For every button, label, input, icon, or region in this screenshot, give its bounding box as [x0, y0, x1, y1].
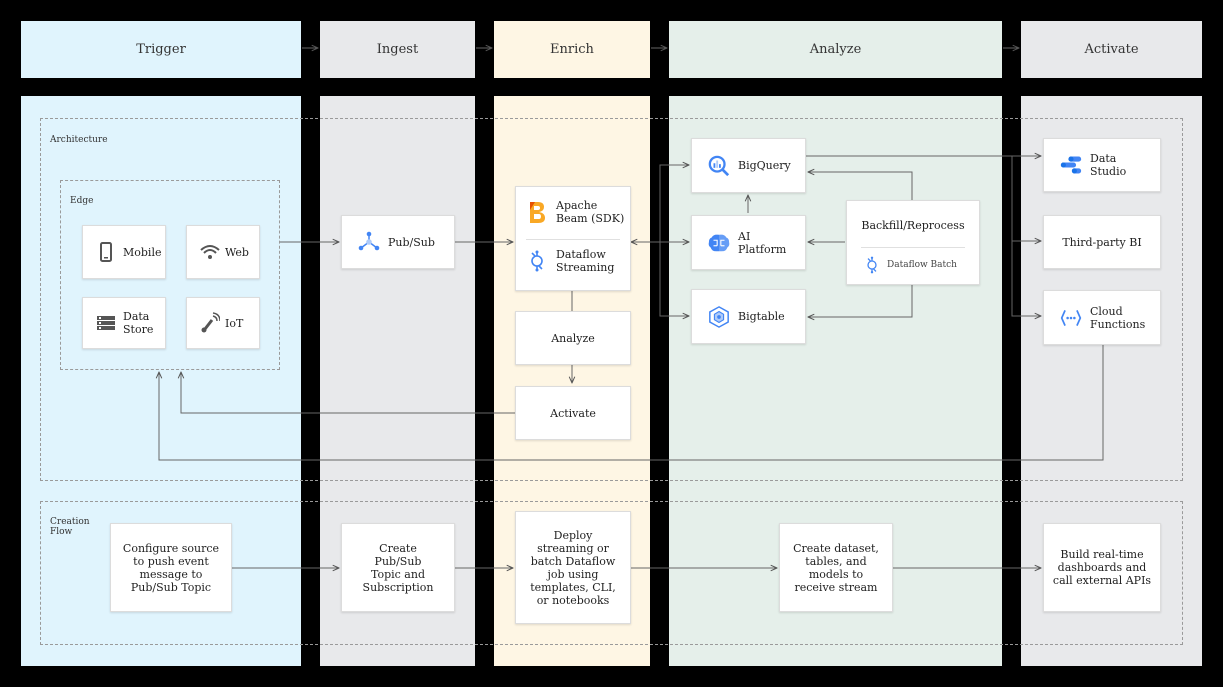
creation-enrich-text: Deploy streaming or batch Dataflow job u… — [530, 528, 616, 607]
dataflow-batch-icon — [863, 256, 881, 274]
apache-beam-icon — [526, 201, 548, 223]
data-store-card[interactable]: Data Store — [82, 297, 166, 349]
wifi-icon — [199, 241, 221, 263]
third-party-bi-card[interactable]: Third-party BI — [1043, 215, 1161, 269]
data-studio-card[interactable]: Data Studio — [1043, 138, 1161, 192]
stage-header-ingest: Ingest — [320, 21, 475, 78]
third-party-bi-label: Third-party BI — [1062, 235, 1142, 249]
architecture-group — [40, 118, 1183, 481]
iot-card[interactable]: IoT — [186, 297, 260, 349]
creation-enrich-card[interactable]: Deploy streaming or batch Dataflow job u… — [515, 511, 631, 624]
iot-label: IoT — [225, 316, 244, 330]
apache-beam-label: Apache Beam (SDK) — [556, 199, 625, 225]
ai-platform-label: AI Platform — [738, 229, 787, 256]
bigquery-label: BigQuery — [738, 159, 791, 172]
storage-icon — [95, 312, 117, 334]
stage-header-trigger: Trigger — [21, 21, 301, 78]
bigtable-icon — [708, 305, 730, 328]
pubsub-label: Pub/Sub — [388, 235, 435, 249]
pubsub-icon — [358, 231, 380, 253]
stage-header-activate: Activate — [1021, 21, 1202, 78]
enrich-analyze-card[interactable]: Analyze — [515, 311, 631, 365]
web-label: Web — [225, 245, 249, 259]
dataflow-batch-row[interactable]: Dataflow Batch — [863, 256, 957, 274]
data-studio-icon — [1060, 154, 1082, 176]
dataflow-streaming-row[interactable]: Dataflow Streaming — [526, 248, 614, 274]
bigquery-icon — [708, 155, 730, 177]
bigtable-card[interactable]: Bigtable — [691, 289, 806, 344]
enrich-activate-label: Activate — [550, 406, 596, 420]
ai-platform-icon — [708, 232, 730, 254]
data-studio-label: Data Studio — [1090, 152, 1127, 178]
creation-flow-group — [40, 501, 1183, 645]
ai-platform-card[interactable]: AI Platform — [691, 215, 806, 270]
creation-ingest-card[interactable]: Create Pub/Sub Topic and Subscription — [341, 523, 455, 612]
bigquery-card[interactable]: BigQuery — [691, 138, 806, 193]
creation-trigger-text: Configure source to push event message t… — [122, 541, 220, 594]
backfill-reprocess-label: Backfill/Reprocess — [861, 219, 965, 232]
iot-sensor-icon — [199, 312, 221, 334]
edge-label: Edge — [70, 196, 94, 206]
creation-flow-label: Creation Flow — [50, 517, 90, 537]
enrich-activate-card[interactable]: Activate — [515, 386, 631, 440]
mobile-label: Mobile — [123, 245, 162, 259]
architecture-label: Architecture — [50, 135, 108, 145]
dataflow-batch-label: Dataflow Batch — [887, 260, 957, 270]
cloud-functions-card[interactable]: Cloud Functions — [1043, 290, 1161, 345]
creation-activate-text: Build real-time dashboards and call exte… — [1052, 548, 1152, 587]
stage-header-enrich: Enrich — [494, 21, 650, 78]
backfill-divider — [861, 247, 965, 248]
creation-activate-card[interactable]: Build real-time dashboards and call exte… — [1043, 523, 1161, 612]
cloud-functions-label: Cloud Functions — [1090, 304, 1146, 331]
card-divider — [526, 239, 620, 240]
bigtable-label: Bigtable — [738, 310, 785, 323]
smartphone-icon — [95, 241, 117, 263]
beam-dataflow-card[interactable]: Apache Beam (SDK) Dataflow Streaming — [515, 186, 631, 291]
creation-analyze-card[interactable]: Create dataset, tables, and models to re… — [779, 523, 893, 612]
enrich-analyze-label: Analyze — [551, 331, 595, 345]
dataflow-icon — [526, 250, 548, 272]
dataflow-streaming-label: Dataflow Streaming — [556, 248, 615, 274]
creation-analyze-text: Create dataset, tables, and models to re… — [793, 541, 879, 594]
data-store-label: Data Store — [123, 310, 154, 336]
mobile-card[interactable]: Mobile — [82, 225, 166, 279]
stage-header-analyze: Analyze — [669, 21, 1002, 78]
creation-trigger-card[interactable]: Configure source to push event message t… — [110, 523, 232, 612]
creation-ingest-text: Create Pub/Sub Topic and Subscription — [362, 541, 434, 594]
apache-beam-row[interactable]: Apache Beam (SDK) — [526, 199, 624, 225]
web-card[interactable]: Web — [186, 225, 260, 279]
cloud-functions-icon — [1060, 307, 1082, 329]
pubsub-card[interactable]: Pub/Sub — [341, 215, 455, 269]
backfill-reprocess-card[interactable]: Backfill/Reprocess Dataflow Batch — [846, 200, 980, 285]
